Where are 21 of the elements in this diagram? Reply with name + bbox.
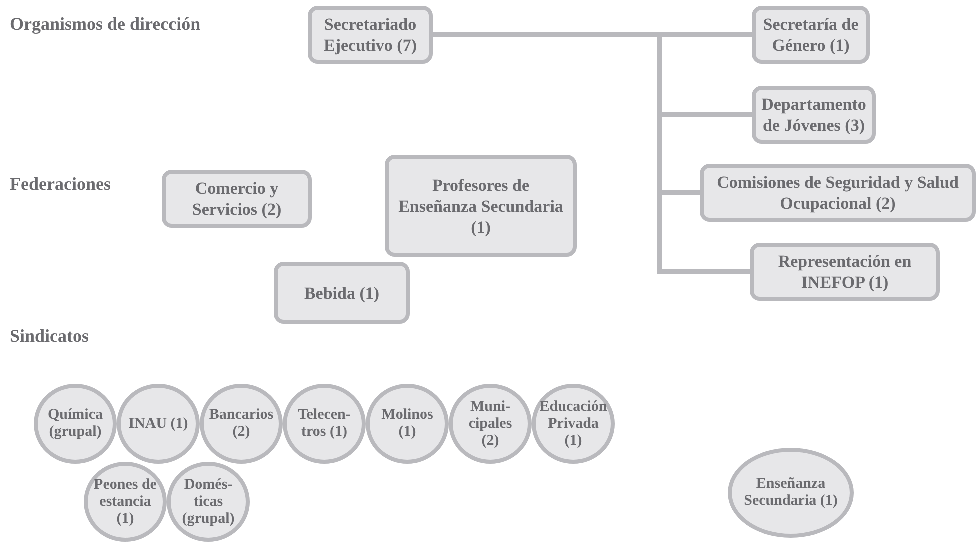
leadership-box: Representación en INEFOP (1) [750, 243, 940, 301]
federation-box: Profesores de Enseñanza Secundaria (1) [385, 155, 577, 257]
federation-box: Comercio y Servicios (2) [162, 170, 312, 228]
union-circle: Peones de estancia (1) [84, 462, 167, 542]
federation-box: Bebida (1) [274, 262, 410, 324]
union-circle: Enseñanza Secundaria (1) [728, 448, 854, 538]
union-circle: Química (grupal) [34, 384, 117, 464]
section-heading: Sindicatos [10, 326, 90, 347]
leadership-box: Secretariado Ejecutivo (7) [308, 6, 433, 64]
union-circle: Muni-cipales (2) [449, 384, 532, 464]
leadership-box: Departamento de Jóvenes (3) [752, 86, 876, 144]
union-circle: Domés-ticas (grupal) [167, 462, 250, 542]
leadership-box: Comisiones de Seguridad y Salud Ocupacional (2) [700, 164, 976, 222]
union-circle: Molinos (1) [366, 384, 449, 464]
union-circle: Telecen-tros (1) [283, 384, 366, 464]
section-heading: Federaciones [10, 174, 111, 195]
section-heading: Organismos de dirección [10, 14, 201, 35]
leadership-box: Secretaría de Género (1) [752, 6, 870, 64]
union-circle: Bancarios (2) [200, 384, 283, 464]
union-circle: INAU (1) [117, 384, 200, 464]
union-circle: Educación Privada (1) [532, 384, 615, 464]
